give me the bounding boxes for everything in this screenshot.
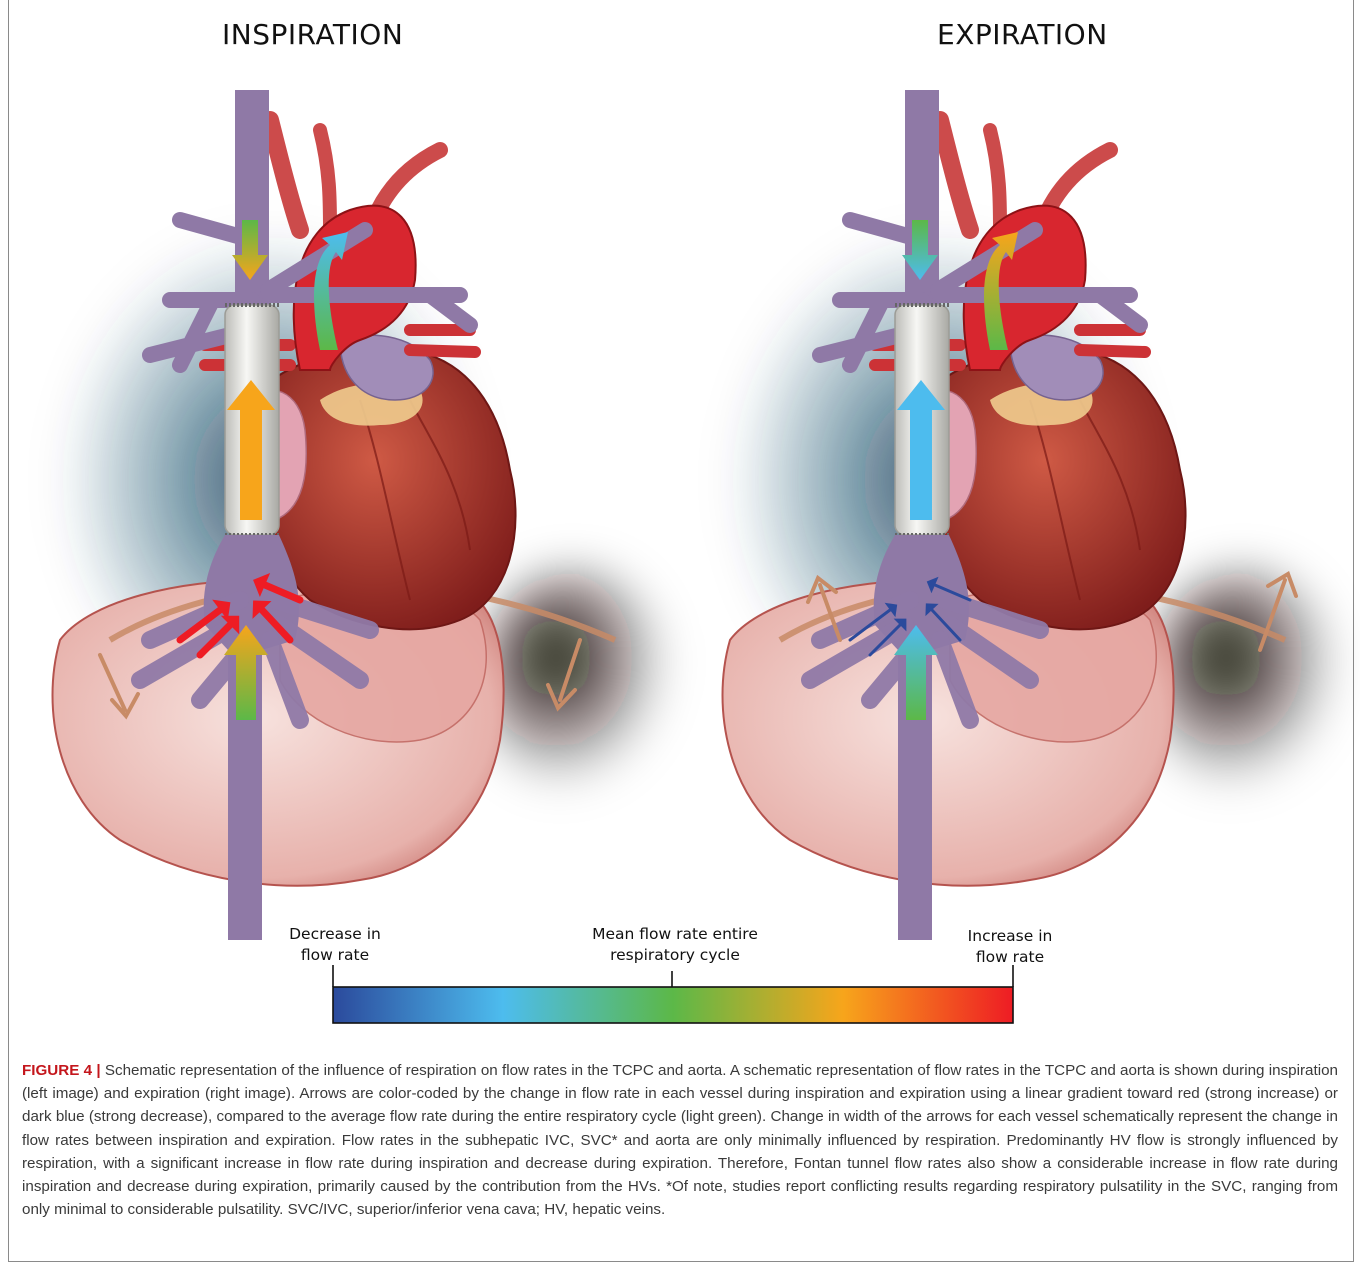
legend-decrease-label: Decrease in flow rate (265, 924, 405, 966)
colorbar-gradient (333, 987, 1013, 1023)
legend-decrease-line1: Decrease in (265, 924, 405, 945)
expiration-title: EXPIRATION (937, 18, 1108, 51)
aorta-branch-1 (270, 120, 300, 230)
expiration-illustration (700, 80, 1350, 940)
caption-text: Schematic representation of the influenc… (22, 1062, 1338, 1218)
legend-mean-label: Mean flow rate entire respiratory cycle (560, 924, 790, 966)
aorta-branch-2 (320, 130, 330, 230)
figure-label: FIGURE 4 | (22, 1062, 101, 1079)
legend-increase-label: Increase in flow rate (940, 926, 1080, 968)
aorta-branch-1 (940, 120, 970, 230)
legend-increase-line1: Increase in (940, 926, 1080, 947)
legend-mean-line2: respiratory cycle (560, 945, 790, 966)
inspiration-title: INSPIRATION (222, 18, 403, 51)
legend-mean-line1: Mean flow rate entire (560, 924, 790, 945)
inspiration-illustration (30, 80, 680, 940)
legend-decrease-line2: flow rate (265, 945, 405, 966)
flow-rate-colorbar (322, 965, 1024, 1031)
figure-caption: FIGURE 4 | Schematic representation of t… (22, 1059, 1338, 1221)
aorta-branch-2 (990, 130, 1000, 230)
